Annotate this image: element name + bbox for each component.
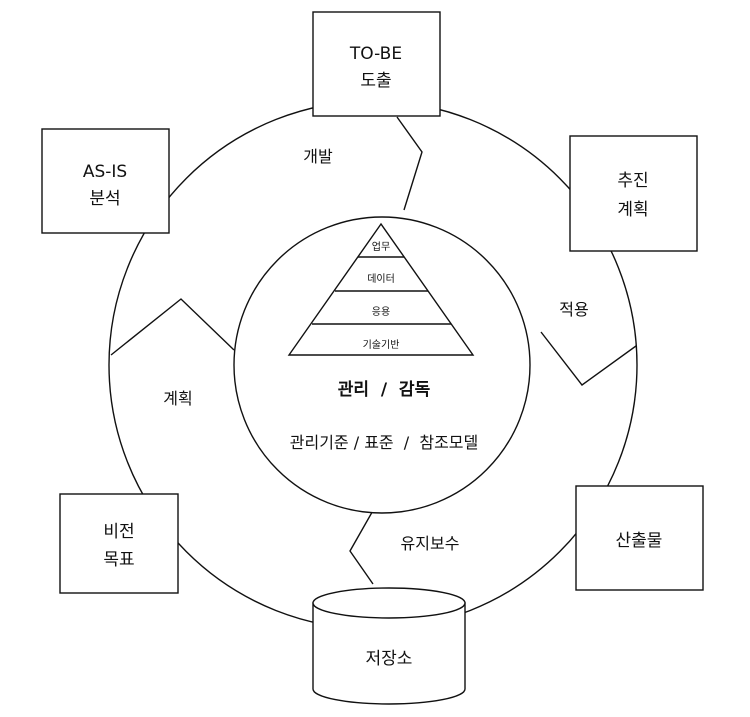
pyramid-layer-4: 기술기반 (363, 339, 400, 351)
box-plan-line1: 추진 (617, 171, 648, 191)
center-title: 관리 / 감독 (338, 380, 431, 400)
box-plan-line2: 계획 (617, 200, 648, 220)
inner-circle (233, 216, 531, 514)
box-asis-line1: AS-IS (83, 162, 127, 182)
box-tobe: TO-BE 도출 (312, 11, 441, 117)
divider-bottom (349, 499, 380, 585)
divider-right (540, 331, 637, 386)
segment-apply: 적용 (559, 300, 588, 319)
storage-cylinder: 저장소 (312, 587, 466, 705)
box-tobe-line1: TO-BE (349, 44, 402, 64)
box-tobe-line2: 도출 (360, 71, 391, 91)
box-plan: 추진 계획 (569, 135, 698, 252)
divider-top (396, 116, 423, 211)
segment-plan: 계획 (163, 389, 192, 408)
box-vision-line2: 목표 (103, 550, 134, 570)
divider-left (110, 298, 235, 356)
pyramid-layer-3: 응용 (372, 306, 390, 318)
box-output: 산출물 (575, 485, 704, 591)
center-subtitle: 관리기준 / 표준 / 참조모델 (290, 433, 479, 452)
storage-label: 저장소 (366, 649, 413, 669)
segment-maintain: 유지보수 (401, 534, 460, 553)
box-asis: AS-IS 분석 (41, 128, 170, 234)
box-vision-line1: 비전 (103, 522, 134, 542)
box-output-label: 산출물 (616, 531, 663, 551)
pyramid-layer-2: 데이터 (367, 273, 395, 285)
box-vision: 비전 목표 (59, 493, 179, 594)
pyramid-layer-1: 업무 (372, 240, 390, 253)
pyramid: 업무 데이터 응용 기술기반 (287, 222, 475, 356)
segment-develop: 개발 (303, 147, 333, 166)
box-asis-line2: 분석 (89, 189, 120, 209)
